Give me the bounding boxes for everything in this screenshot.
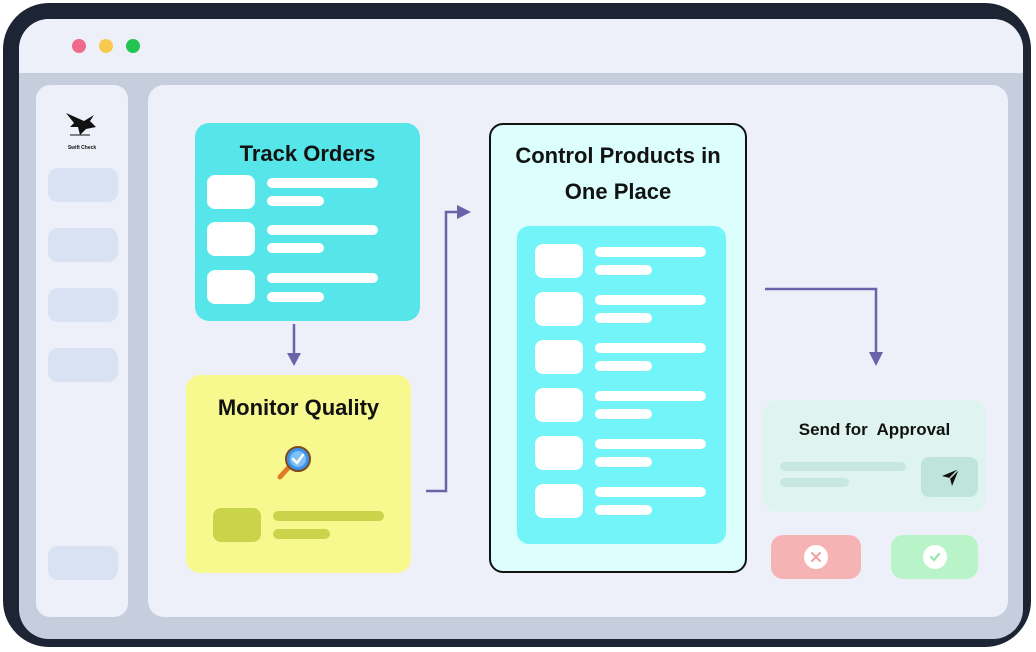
logo-text: Swift Check (67, 145, 97, 151)
sidebar-item-bottom[interactable] (48, 546, 118, 580)
list-item-line (595, 313, 652, 323)
sidebar-item-2[interactable] (48, 228, 118, 262)
list-item-line (595, 409, 652, 419)
control-products-title-line2: One Place (564, 179, 672, 204)
list-item-line (267, 243, 324, 253)
list-item-line (595, 505, 652, 515)
list-item-line (267, 273, 378, 283)
list-item-thumb (535, 292, 583, 326)
list-item-line (267, 178, 378, 188)
quality-thumb (213, 508, 261, 542)
list-item-thumb (207, 175, 255, 209)
magnifier-check-icon (274, 443, 314, 483)
list-item-thumb (535, 340, 583, 374)
sidebar-item-4[interactable] (48, 348, 118, 382)
control-products-title-line1: Control Products in (515, 143, 721, 168)
close-dot[interactable] (72, 39, 86, 53)
send-icon (939, 466, 961, 488)
list-item-line (595, 391, 706, 401)
list-item-line (267, 225, 378, 235)
list-item-line (595, 295, 706, 305)
monitor-quality-card[interactable]: Monitor Quality (186, 375, 411, 573)
bird-logo-icon (60, 105, 104, 149)
list-item-line (595, 439, 706, 449)
list-item-line (595, 361, 652, 371)
list-item-thumb (535, 436, 583, 470)
product-list-panel (517, 226, 726, 544)
minimize-dot[interactable] (99, 39, 113, 53)
list-item-line (595, 457, 652, 467)
list-item-line (595, 343, 706, 353)
quality-line (273, 511, 384, 521)
approve-button[interactable] (891, 535, 978, 579)
send-approval-title: Send for Approval (798, 420, 951, 439)
list-item-line (267, 292, 324, 302)
send-button[interactable] (921, 457, 978, 497)
track-orders-card[interactable]: Track Orders (195, 123, 420, 321)
quality-line (273, 529, 330, 539)
list-item-line (595, 265, 652, 275)
control-products-card[interactable]: Control Products in One Place (489, 123, 747, 573)
send-approval-card[interactable]: Send for Approval (763, 400, 986, 512)
title-bar (19, 19, 1023, 73)
track-orders-title: Track Orders (239, 141, 376, 166)
reject-button[interactable] (771, 535, 861, 579)
sidebar-item-1[interactable] (48, 168, 118, 202)
list-item-thumb (535, 484, 583, 518)
list-item-thumb (207, 222, 255, 256)
sidebar-item-3[interactable] (48, 288, 118, 322)
list-item-thumb (535, 388, 583, 422)
sidebar: Swift Check (36, 85, 128, 617)
list-item-line (595, 487, 706, 497)
list-item-line (595, 247, 706, 257)
list-item-line (267, 196, 324, 206)
approval-line (780, 478, 849, 487)
monitor-quality-title: Monitor Quality (217, 395, 380, 420)
x-icon (804, 545, 828, 569)
maximize-dot[interactable] (126, 39, 140, 53)
approval-line (780, 462, 906, 471)
list-item-thumb (535, 244, 583, 278)
check-icon (923, 545, 947, 569)
list-item-thumb (207, 270, 255, 304)
